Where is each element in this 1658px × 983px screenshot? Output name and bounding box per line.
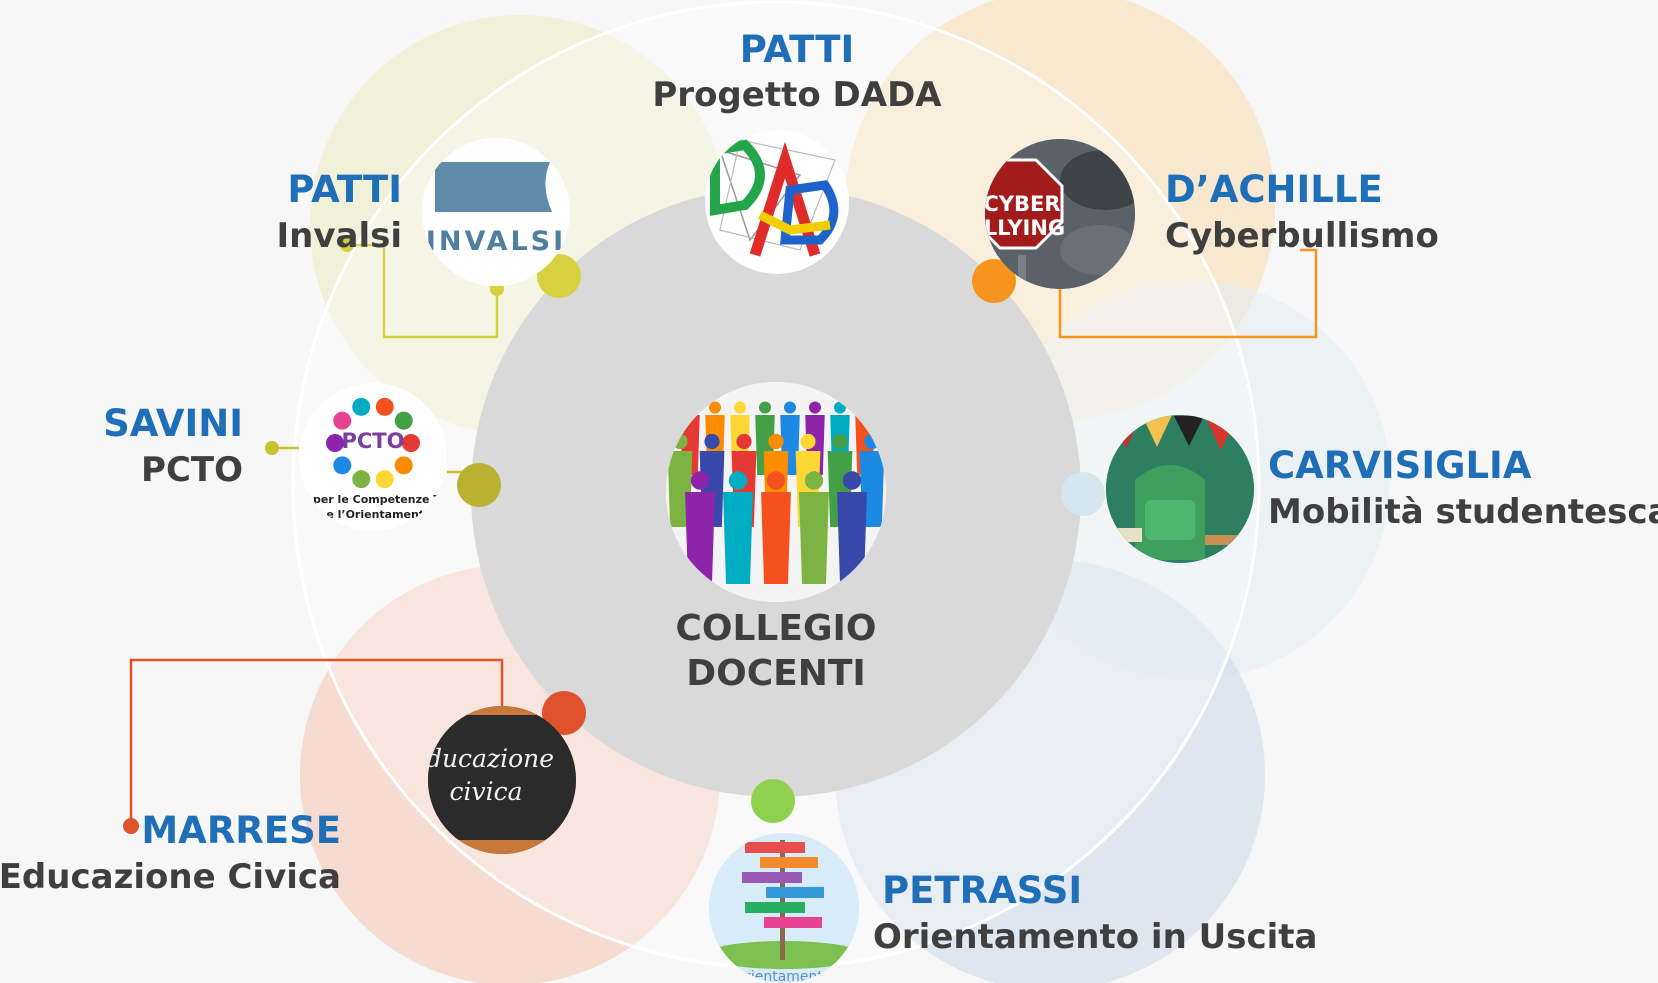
svg-text:ducazione: ducazione — [426, 744, 554, 773]
mobilita-dot-large — [1061, 472, 1105, 516]
svg-text:PCTO: PCTO — [342, 429, 405, 453]
invalsi-topic: Invalsi — [276, 216, 402, 256]
orient-dot-large — [751, 779, 795, 823]
civica-dot-large — [542, 691, 586, 735]
node-pcto[interactable]: PCTO per le Competenze Tr e l’Orientamen… — [103, 383, 447, 531]
invalsi-dot-small-a — [340, 238, 354, 252]
node-orientamento[interactable]: orientamento PETRASSI Orientamento in Us… — [700, 830, 1317, 983]
node-invalsi[interactable]: INVALSI PATTI Invalsi — [276, 138, 570, 286]
mobilita-name: CARVISIGLIA — [1268, 444, 1532, 487]
node-cyber[interactable]: CYBER ULLYING D’ACHILLE Cyberbullismo — [967, 135, 1439, 300]
center-title-line1: COLLEGIO — [675, 608, 876, 649]
svg-text:per le Competenze Tr: per le Competenze Tr — [313, 493, 446, 506]
pcto-topic: PCTO — [141, 450, 243, 490]
invalsi-connector — [347, 243, 499, 339]
pcto-name: SAVINI — [103, 402, 243, 445]
node-civica[interactable]: ducazione civica MARRESE Educazione Civi… — [0, 700, 590, 897]
connectors — [123, 238, 1318, 834]
orient-topic: Orientamento in Uscita — [873, 917, 1317, 957]
dada-name: PATTI — [740, 28, 855, 71]
svg-text:ULLYING: ULLYING — [967, 216, 1065, 240]
svg-text:civica: civica — [449, 777, 522, 806]
cyber-connector — [1058, 248, 1318, 339]
cyber-dot-large — [972, 259, 1016, 303]
node-mobilita[interactable]: CARVISIGLIA Mobilità studentesca — [1100, 410, 1658, 570]
civica-name: MARRESE — [141, 809, 341, 852]
svg-text:e l’Orientamento: e l’Orientamento — [326, 508, 432, 521]
node-dada[interactable]: PATTI Progetto DADA — [652, 28, 942, 274]
invalsi-name: PATTI — [287, 168, 402, 211]
svg-text:CYBER: CYBER — [983, 192, 1060, 216]
invalsi-dot-large — [537, 254, 581, 298]
cyber-name: D’ACHILLE — [1165, 168, 1383, 211]
pcto-dot-large — [457, 463, 501, 507]
civica-connector — [129, 658, 504, 826]
mobilita-topic: Mobilità studentesca — [1268, 492, 1658, 532]
svg-text:INVALSI: INVALSI — [426, 226, 566, 257]
pcto-dot-small — [265, 441, 279, 455]
civica-topic: Educazione Civica — [0, 857, 341, 897]
civica-dot-small — [123, 818, 139, 834]
cyber-topic: Cyberbullismo — [1165, 216, 1439, 256]
svg-text:orientamento: orientamento — [737, 969, 832, 983]
people-crowd-icon — [666, 382, 886, 602]
dada-topic: Progetto DADA — [652, 75, 942, 115]
orient-name: PETRASSI — [882, 869, 1082, 912]
center-title-line2: DOCENTI — [686, 653, 866, 694]
